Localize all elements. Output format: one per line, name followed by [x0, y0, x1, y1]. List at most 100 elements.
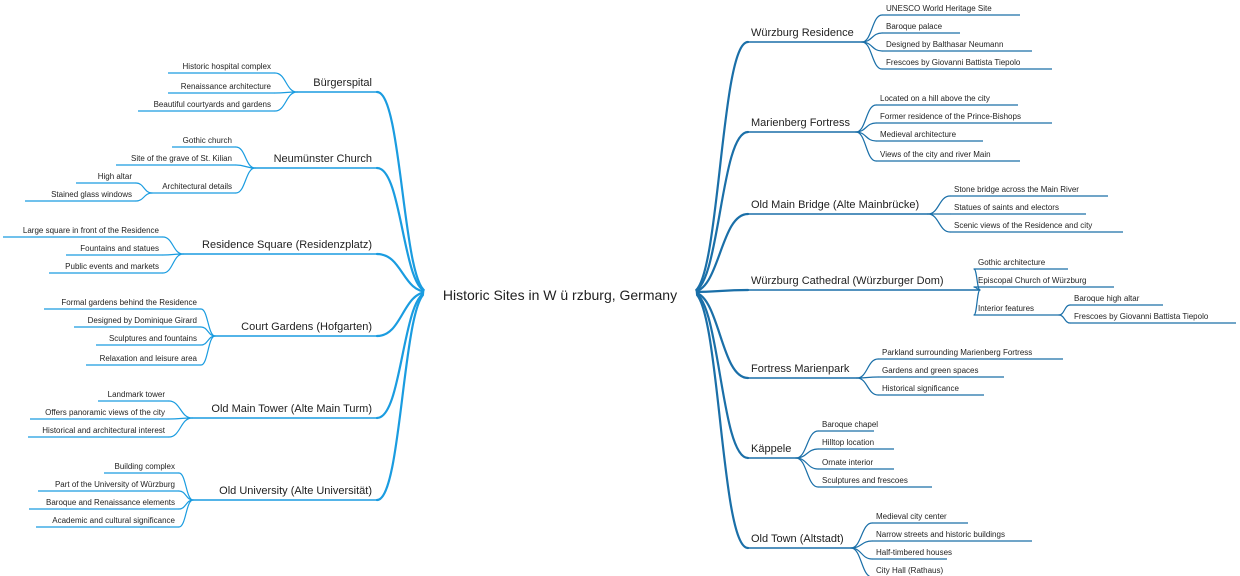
subtopic-label[interactable]: Baroque palace: [886, 22, 943, 31]
subtopic-label[interactable]: Beautiful courtyards and gardens: [154, 100, 271, 109]
subtopic-label[interactable]: Formal gardens behind the Residence: [61, 298, 197, 307]
subtopic-label[interactable]: Gardens and green spaces: [882, 366, 979, 375]
subtopic-label[interactable]: Narrow streets and historic buildings: [876, 530, 1005, 539]
subtopic-label[interactable]: Views of the city and river Main: [880, 150, 991, 159]
subtopic-connector: [795, 457, 819, 488]
main-branch-connector: [375, 166, 430, 294]
subtopic-label[interactable]: Relaxation and leisure area: [100, 354, 198, 363]
main-branch-connector: [375, 90, 430, 294]
subtopic-connector: [200, 335, 216, 366]
central-topic[interactable]: Historic Sites in W ü rzburg, Germany: [424, 276, 696, 314]
main-topic-label[interactable]: Würzburg Cathedral (Würzburger Dom): [751, 275, 944, 287]
subtopic-connector: [178, 499, 194, 528]
subtopic-label[interactable]: High altar: [98, 172, 133, 181]
subtopic-label[interactable]: Gothic church: [183, 136, 232, 145]
main-topic-label[interactable]: Old Main Tower (Alte Main Turm): [211, 403, 372, 415]
subtopic-connector: [856, 358, 879, 379]
subtopic-label[interactable]: Interior features: [978, 304, 1034, 313]
main-branch-connector: [375, 290, 430, 338]
subtopic-label[interactable]: Stone bridge across the Main River: [954, 185, 1079, 194]
subtopic-connector: [927, 213, 951, 233]
subtopic-label[interactable]: Parkland surrounding Marienberg Fortress: [882, 348, 1032, 357]
subtopic-label[interactable]: City Hall (Rathaus): [876, 566, 943, 575]
subtopic-label[interactable]: Frescoes by Giovanni Battista Tiepolo: [1074, 312, 1209, 321]
subtopic-label[interactable]: UNESCO World Heritage Site: [886, 4, 992, 13]
subtopic-label[interactable]: Building complex: [115, 462, 175, 471]
subtopic-label[interactable]: Baroque chapel: [822, 420, 878, 429]
main-topic-label[interactable]: Bürgerspital: [313, 77, 372, 89]
subtopic-label[interactable]: Public events and markets: [65, 262, 159, 271]
topic-nodes: Bürgerspital Historic hospital complexRen…: [23, 4, 1209, 575]
subtopic-label[interactable]: Medieval architecture: [880, 130, 957, 139]
subtopic-connector: [1058, 304, 1071, 316]
subtopic-label[interactable]: Half-timbered houses: [876, 548, 952, 557]
main-topic-label[interactable]: Old Main Bridge (Alte Mainbrücke): [751, 199, 919, 211]
subtopic-label[interactable]: Episcopal Church of Würzburg: [978, 276, 1087, 285]
subtopic-label[interactable]: Gothic architecture: [978, 258, 1046, 267]
subtopic-label[interactable]: Statues of saints and electors: [954, 203, 1059, 212]
subtopic-label[interactable]: Sculptures and fountains: [109, 334, 197, 343]
main-branch-connector: [375, 290, 430, 420]
subtopic-label[interactable]: Scenic views of the Residence and city: [954, 221, 1092, 230]
subtopic-label[interactable]: Ornate interior: [822, 458, 873, 467]
subtopic-label[interactable]: Hilltop location: [822, 438, 874, 447]
subtopic-label[interactable]: Designed by Dominique Girard: [88, 316, 197, 325]
main-branch-connector: [375, 252, 430, 294]
main-branch-connector: [690, 288, 750, 294]
subtopic-connector: [850, 547, 871, 576]
subtopic-connector: [856, 377, 879, 396]
central-topic-box: [424, 276, 696, 314]
subtopic-label[interactable]: Medieval city center: [876, 512, 947, 521]
subtopic-label[interactable]: Historic hospital complex: [183, 62, 271, 71]
main-branch-connector: [690, 130, 750, 294]
central-topic-label: Historic Sites in W ü rzburg, Germany: [443, 287, 677, 303]
main-branch-connector: [690, 290, 750, 550]
subtopic-label[interactable]: Located on a hill above the city: [880, 94, 990, 103]
subtopic-label[interactable]: Academic and cultural significance: [52, 516, 175, 525]
subtopic-label[interactable]: Large square in front of the Residence: [23, 226, 160, 235]
subtopic-connector: [973, 289, 981, 316]
main-topic-label[interactable]: Old Town (Altstadt): [751, 533, 844, 545]
subtopic-label[interactable]: Landmark tower: [108, 390, 166, 399]
subtopic-label[interactable]: Historical and architectural interest: [42, 426, 165, 435]
subtopic-label[interactable]: Baroque high altar: [1074, 294, 1140, 303]
main-topic-label[interactable]: Marienberg Fortress: [751, 117, 851, 129]
main-topic-label[interactable]: Käppele: [751, 443, 791, 455]
subtopic-connector: [168, 417, 193, 438]
subtopic-label[interactable]: Part of the University of Würzburg: [55, 480, 175, 489]
subtopic-label[interactable]: Former residence of the Prince-Bishops: [880, 112, 1021, 121]
subtopic-label[interactable]: Historical significance: [882, 384, 959, 393]
subtopic-connector: [274, 72, 298, 93]
subtopic-connector: [162, 236, 184, 255]
main-topic-label[interactable]: Residence Square (Residenzplatz): [202, 239, 372, 251]
subtopic-label[interactable]: Sculptures and frescoes: [822, 476, 908, 485]
subtopic-label[interactable]: Baroque and Renaissance elements: [46, 498, 175, 507]
main-topic-label[interactable]: Neumünster Church: [274, 153, 372, 165]
subtopic-label[interactable]: Fountains and statues: [80, 244, 159, 253]
main-branch-connector: [690, 290, 750, 380]
subtopic-label[interactable]: Frescoes by Giovanni Battista Tiepolo: [886, 58, 1021, 67]
subtopic-connector: [927, 195, 951, 215]
subtopic-connector: [855, 131, 877, 162]
subtopic-connector: [168, 400, 193, 419]
subtopic-label[interactable]: Stained glass windows: [51, 190, 132, 199]
subtopic-label[interactable]: Site of the grave of St. Kilian: [131, 154, 232, 163]
main-branch-connector: [690, 212, 750, 294]
subtopic-connector: [235, 167, 256, 194]
main-topic-label[interactable]: Würzburg Residence: [751, 27, 854, 39]
subtopic-connector: [1058, 314, 1071, 324]
subtopic-connector: [135, 182, 153, 194]
main-branch-connector: [690, 290, 750, 460]
subtopic-connector: [274, 91, 298, 112]
subtopic-label[interactable]: Offers panoramic views of the city: [45, 408, 165, 417]
main-branch-connector: [375, 290, 430, 502]
main-topic-label[interactable]: Fortress Marienpark: [751, 363, 850, 375]
subtopic-label[interactable]: Renaissance architecture: [181, 82, 272, 91]
subtopic-label[interactable]: Architectural details: [162, 182, 232, 191]
subtopic-connector: [861, 41, 883, 70]
connector-lines: [3, 14, 1236, 576]
subtopic-label[interactable]: Designed by Balthasar Neumann: [886, 40, 1003, 49]
main-topic-label[interactable]: Old University (Alte Universität): [219, 485, 372, 497]
main-topic-label[interactable]: Court Gardens (Hofgarten): [241, 321, 372, 333]
